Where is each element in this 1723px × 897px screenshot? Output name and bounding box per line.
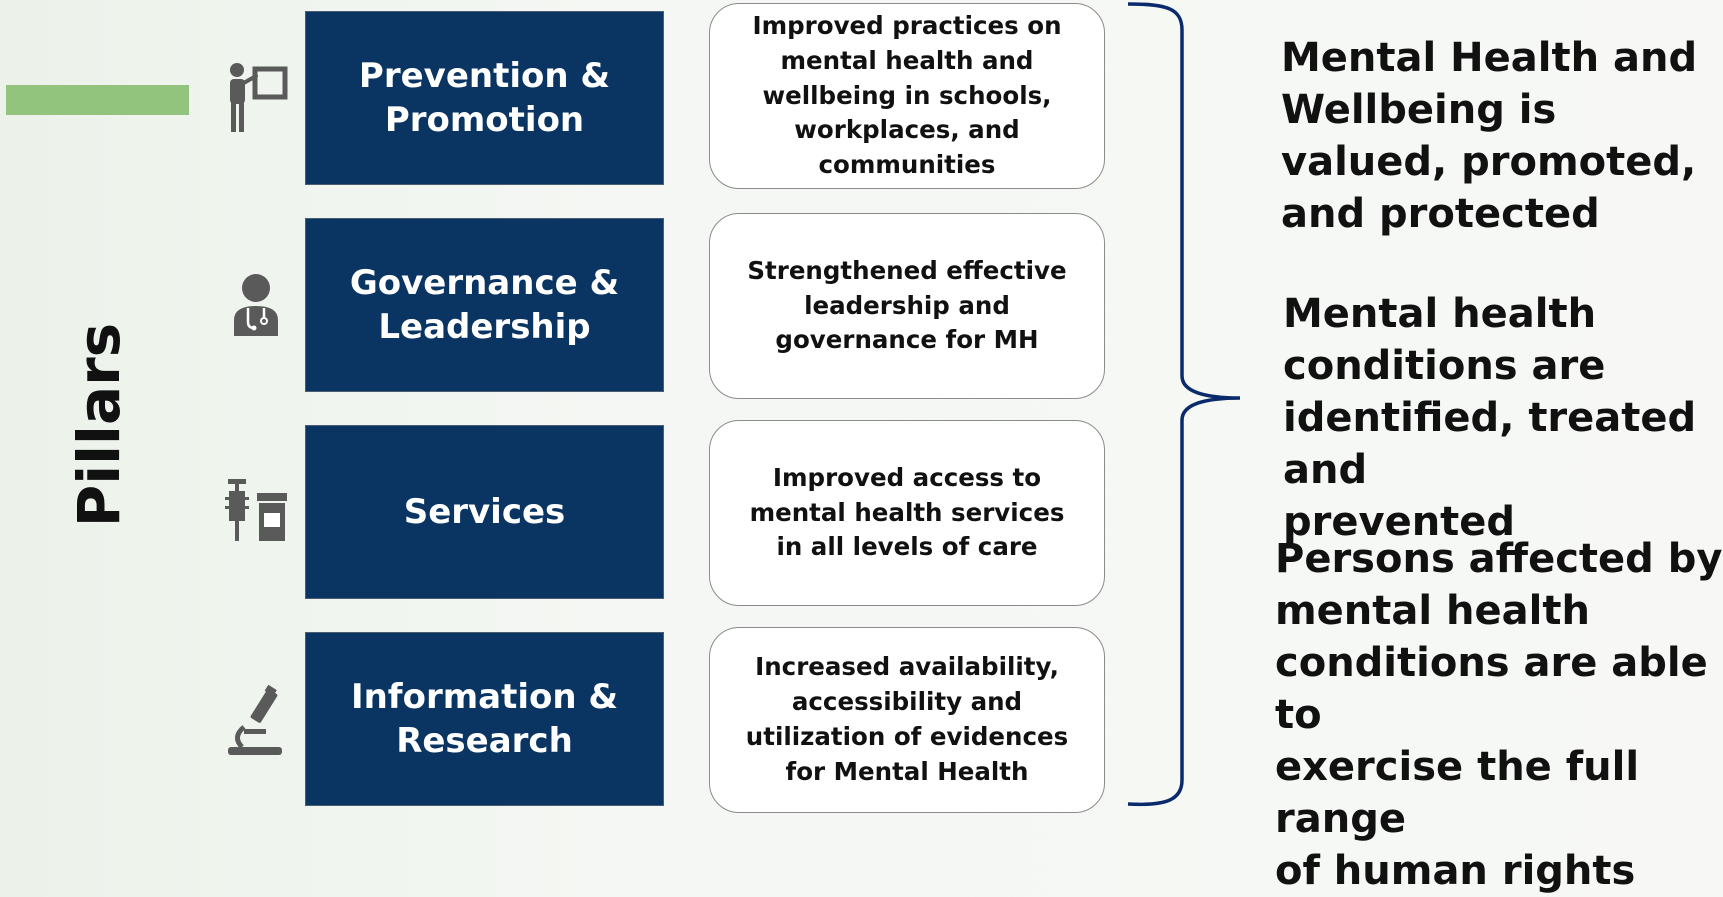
outcome-text: Improved access to mental health service… [749,462,1065,562]
pillar-information-research: Information & Research [305,632,664,806]
pillars-label: Pillars [65,322,133,528]
pillar-governance-leadership: Governance & Leadership [305,218,664,392]
goal-text: Mental Health and Wellbeing is valued, p… [1281,35,1698,237]
pillar-label: Services [403,491,566,532]
pillar-label: Prevention & Promotion [358,55,611,140]
outcome-text: Increased availability, accessibility an… [745,652,1069,786]
goal-text: Persons affected by mental health condit… [1275,536,1723,894]
doctor-icon [234,274,278,336]
goal-text: Mental health conditions are identified,… [1283,291,1697,545]
curly-brace [1127,2,1241,807]
pillar-label: Information & Research [350,676,619,761]
syringe-pill-bottle-icon [225,479,287,541]
accent-bar [6,85,189,115]
outcome-box: Improved access to mental health service… [709,420,1105,606]
outcome-box: Increased availability, accessibility an… [709,627,1105,813]
pillar-services: Services [305,425,664,599]
outcome-text: Strengthened effective leadership and go… [747,255,1067,355]
outcome-box: Improved practices on mental health and … [709,3,1105,189]
outcome-text: Improved practices on mental health and … [752,11,1062,180]
teacher-board-icon [230,63,288,132]
outcome-box: Strengthened effective leadership and go… [709,213,1105,399]
microscope-icon [228,684,282,755]
pillar-label: Governance & Leadership [349,262,620,347]
pillar-prevention-promotion: Prevention & Promotion [305,11,664,185]
